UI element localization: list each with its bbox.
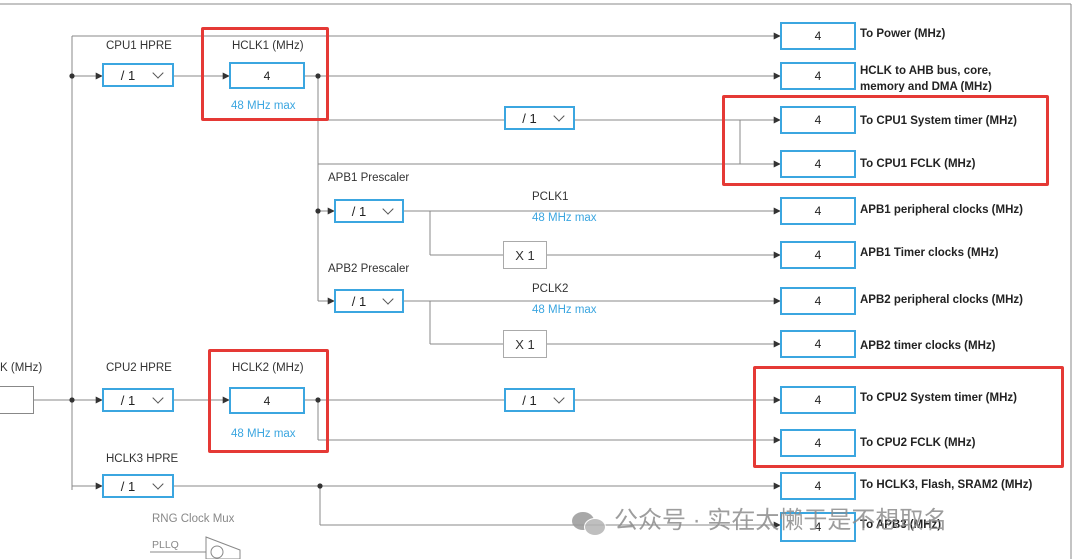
hclk1-max-note: 48 MHz max — [231, 100, 296, 112]
output-value-box[interactable]: 4 — [780, 106, 856, 134]
highlight-cpu2-outputs — [753, 366, 1064, 468]
output-value-box[interactable]: 4 — [780, 241, 856, 269]
chevron-down-icon — [152, 393, 166, 407]
output-value-box[interactable]: 4 — [780, 287, 856, 315]
pclk2-max-note: 48 MHz max — [532, 304, 597, 316]
output-value-box[interactable]: 4 — [780, 197, 856, 225]
cpu1-systimer-div-value: / 1 — [522, 110, 537, 126]
output-label: To CPU1 System timer (MHz) — [860, 115, 1017, 127]
wechat-icon — [572, 509, 606, 536]
highlight-hclk1 — [201, 27, 329, 121]
rng-mux-label: RNG Clock Mux — [152, 513, 235, 525]
chevron-down-icon — [152, 479, 166, 493]
output-label: To CPU2 FCLK (MHz) — [860, 437, 976, 449]
hclk2-label: HCLK2 (MHz) — [232, 362, 304, 374]
hclk1-value-box[interactable]: 4 — [229, 62, 305, 89]
output-label: APB1 peripheral clocks (MHz) — [860, 204, 1023, 216]
output-label: To HCLK3, Flash, SRAM2 (MHz) — [860, 479, 1033, 491]
output-label: To Power (MHz) — [860, 28, 946, 40]
chevron-down-icon — [152, 68, 166, 82]
highlight-cpu1-outputs — [722, 95, 1049, 186]
highlight-hclk2 — [208, 349, 329, 453]
apb2-prescaler-value: / 1 — [351, 293, 367, 309]
output-label: APB2 peripheral clocks (MHz) — [860, 294, 1023, 306]
output-label-line2: memory and DMA (MHz) — [860, 81, 992, 92]
output-value-box[interactable]: 4 — [780, 330, 856, 358]
apb1-prescaler-select[interactable]: / 1 — [334, 199, 404, 223]
output-value-box[interactable]: 4 — [780, 512, 856, 542]
apb1-prescaler-label: APB1 Prescaler — [328, 172, 410, 184]
chevron-down-icon — [553, 393, 567, 407]
output-label: To APB3 (MHz) — [860, 519, 942, 531]
cpu2-hpre-label: CPU2 HPRE — [106, 362, 172, 374]
hclk1-label: HCLK1 (MHz) — [232, 40, 304, 52]
output-label: To CPU2 System timer (MHz) — [860, 392, 1017, 404]
cpu2-hpre-select[interactable]: / 1 — [102, 388, 174, 412]
output-value-box[interactable]: 4 — [780, 386, 856, 414]
apb1-prescaler-value: / 1 — [351, 203, 367, 219]
cpu2-hpre-value: / 1 — [120, 392, 136, 408]
hclk2-max-note: 48 MHz max — [231, 428, 296, 440]
cpu1-hpre-value: / 1 — [120, 67, 136, 83]
chevron-down-icon — [382, 204, 396, 218]
pclk1-max-note: 48 MHz max — [532, 212, 597, 224]
hclk3-hpre-select[interactable]: / 1 — [102, 474, 174, 498]
cpu1-systimer-div-select[interactable]: / 1 — [504, 106, 575, 130]
watermark-text: 公众号 · 实在太懒于是不想取名 — [614, 507, 948, 534]
cpu1-hpre-label: CPU1 HPRE — [106, 40, 172, 52]
cpu2-systimer-div-value: / 1 — [522, 392, 537, 408]
cpu1-hpre-select[interactable]: / 1 — [102, 63, 174, 87]
output-value-box[interactable]: 4 — [780, 62, 856, 90]
output-value-box[interactable]: 4 — [780, 22, 856, 50]
output-label: APB2 timer clocks (MHz) — [860, 340, 996, 352]
chevron-down-icon — [553, 111, 567, 125]
output-value-box[interactable]: 4 — [780, 472, 856, 500]
chevron-down-icon — [382, 294, 396, 308]
sysclk-value-box — [0, 386, 34, 414]
sysclk-label: K (MHz) — [0, 362, 43, 374]
hclk3-hpre-label: HCLK3 HPRE — [106, 453, 179, 465]
apb1-timer-multiplier: X 1 — [503, 241, 547, 269]
pclk2-label: PCLK2 — [532, 283, 569, 295]
apb2-prescaler-select[interactable]: / 1 — [334, 289, 404, 313]
output-value-box[interactable]: 4 — [780, 150, 856, 178]
hclk3-hpre-value: / 1 — [120, 478, 136, 494]
apb2-prescaler-label: APB2 Prescaler — [328, 263, 410, 275]
pllq-label: PLLQ — [152, 539, 179, 551]
output-value-box[interactable]: 4 — [780, 429, 856, 457]
output-label: HCLK to AHB bus, core, — [860, 65, 992, 77]
pclk1-label: PCLK1 — [532, 191, 569, 203]
cpu2-systimer-div-select[interactable]: / 1 — [504, 388, 575, 412]
apb2-timer-multiplier: X 1 — [503, 330, 547, 358]
output-label: APB1 Timer clocks (MHz) — [860, 247, 999, 259]
hclk2-value-box[interactable]: 4 — [229, 387, 305, 414]
output-label: To CPU1 FCLK (MHz) — [860, 158, 976, 170]
wechat-watermark: 公众号 · 实在太懒于是不想取名 — [572, 500, 948, 536]
